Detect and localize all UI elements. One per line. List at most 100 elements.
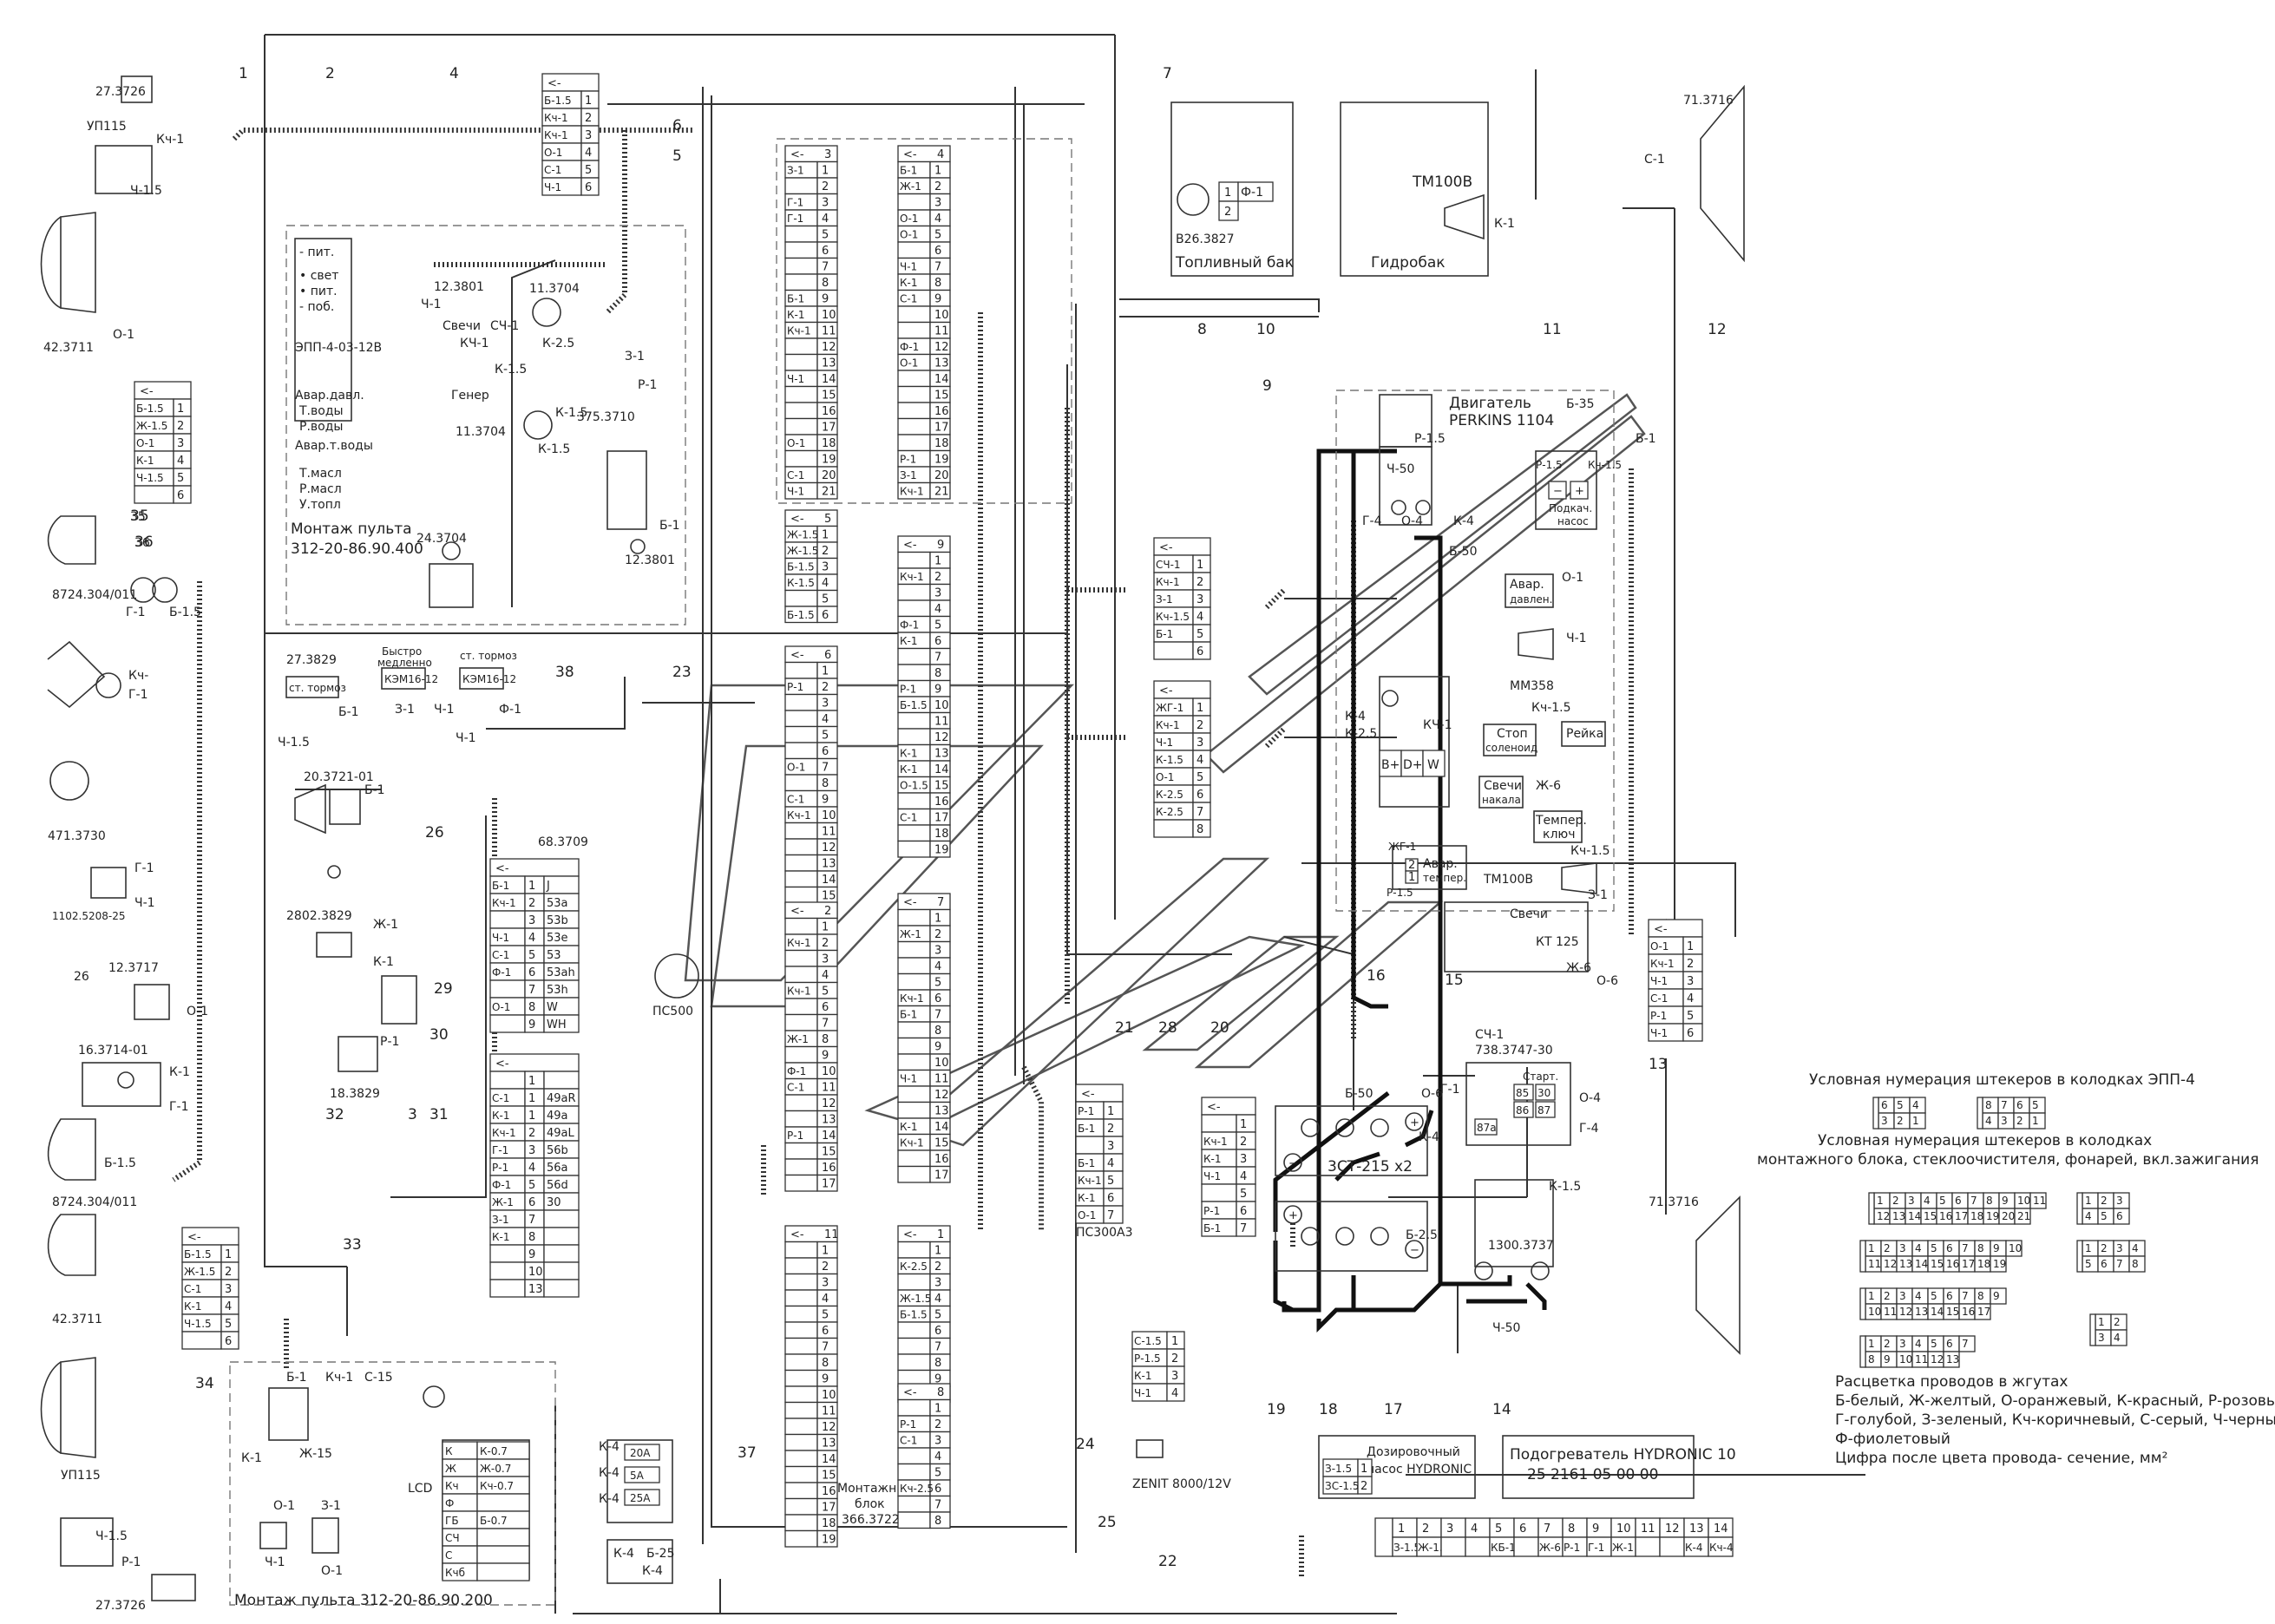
callout-14: 14 [1492, 1401, 1511, 1418]
svg-text:Т.воды: Т.воды [298, 404, 344, 418]
terminal-label: 53ah [547, 966, 575, 979]
svg-text:+: + [1575, 485, 1584, 498]
pin-number: 13 [822, 1437, 836, 1450]
pin-number: 4 [528, 932, 535, 945]
svg-text:+: + [1288, 1209, 1298, 1222]
wire-label: Ч-1 [1203, 1170, 1221, 1182]
heater-hydronic: Подогреватель HYDRONIC 10 25 2161 05 00 … [1502, 1435, 1736, 1499]
pin-number: 14 [822, 1130, 836, 1143]
connector-number: 6 [824, 649, 831, 662]
svg-text:К-4: К-4 [599, 1466, 620, 1480]
pin-number: 2 [177, 420, 184, 433]
pin-number: 9 [822, 1373, 829, 1386]
pin-number: 20 [934, 469, 949, 482]
wire-label: Кч-2.5 [900, 1483, 934, 1495]
pin-number: 8 [528, 1231, 535, 1244]
svg-text:−: − [1553, 485, 1563, 498]
callout-36: 36 [134, 534, 154, 551]
pin-number: 5 [1197, 628, 1203, 641]
pin-number: 4 [225, 1300, 232, 1313]
plug-pin: 15 [1946, 1306, 1959, 1318]
callout-38: 38 [555, 664, 574, 681]
wire-label: Ч-1 [1650, 1027, 1668, 1039]
wire-label: Ф-1 [492, 966, 511, 979]
connector-arrow: <- [1654, 923, 1668, 936]
pin-number: 8 [822, 1033, 829, 1046]
connector-number: 5 [824, 513, 831, 526]
wire-label: Кч-1 [1156, 576, 1180, 588]
pin-number: 13 [528, 1283, 543, 1296]
wire-label: Ч-1.5 [184, 1318, 212, 1330]
pin-number: 12 [934, 731, 949, 744]
svg-text:−: − [1288, 1157, 1298, 1170]
connector-arrow: <- [547, 77, 561, 90]
plug-pin: 5 [1931, 1242, 1937, 1254]
wire-label: Б-1 [492, 880, 509, 892]
switch-row: 27.3829 ст. тормоз Б-1 Быстро медленно К… [278, 645, 521, 1101]
plug-pin: 8 [1986, 1195, 1993, 1207]
pin-number: 9 [528, 1018, 535, 1031]
pin-number: 15 [822, 390, 836, 403]
pin-number: 8 [934, 1357, 941, 1370]
pin-number: 8 [822, 1357, 829, 1370]
callout-21: 21 [1115, 1019, 1134, 1037]
plug-pin: 7 [1962, 1290, 1969, 1302]
mount-block-frame [776, 138, 1072, 504]
plug-pin: 3 [2116, 1242, 2123, 1254]
pin-number: 12 [934, 341, 949, 354]
pin-number: 3 [822, 561, 829, 574]
wire-label: С-1 [544, 164, 561, 176]
plug-pin: 4 [1985, 1115, 1992, 1127]
plug-pin: 4 [2132, 1242, 2139, 1254]
pin-number: 4 [934, 1450, 941, 1464]
svg-text:медленно: медленно [377, 657, 432, 669]
svg-text:Ч-1: Ч-1 [434, 703, 455, 717]
pin-number: 8 [822, 777, 829, 790]
pin-number: 6 [1107, 1192, 1114, 1205]
svg-text:Р-1: Р-1 [380, 1035, 399, 1049]
svg-text:Темпер.: Темпер. [1535, 814, 1587, 828]
heater-pin: 9 [1592, 1522, 1599, 1536]
connector-arrow: <- [903, 1386, 917, 1399]
wire-label: О-1 [900, 213, 918, 225]
terminal-label: 53h [547, 984, 568, 997]
pin-number: 6 [822, 1001, 829, 1014]
svg-text:О-4: О-4 [1401, 514, 1423, 528]
heater-wire: Кч-4 [1709, 1542, 1734, 1554]
callout-28: 28 [1158, 1019, 1177, 1037]
pin-number: 8 [1197, 823, 1203, 836]
svg-text:Свечи: Свечи [443, 319, 481, 333]
svg-text:+: + [1410, 1116, 1419, 1130]
svg-text:16.3714-01: 16.3714-01 [78, 1044, 148, 1058]
callout-24: 24 [1076, 1436, 1095, 1453]
wire-label: Б-1.5 [184, 1248, 212, 1261]
pin-number: 2 [1197, 719, 1203, 732]
svg-text:Стоп: Стоп [1497, 727, 1528, 741]
wire-label: Б-1 [1156, 628, 1173, 640]
plug-pin: 4 [1912, 1099, 1919, 1111]
epp-cluster: - пит. • свет • пит. - поб. ЭПП-4-03-12В… [291, 238, 680, 608]
pin-number: 1 [1171, 1335, 1178, 1348]
pin-number: 9 [934, 1373, 941, 1386]
pin-number: 4 [1171, 1387, 1178, 1400]
plug-pin: 6 [1946, 1338, 1953, 1350]
pin-number: 2 [585, 112, 592, 125]
plug-pin: 17 [1962, 1258, 1975, 1270]
connector-arrow: <- [903, 148, 917, 161]
pin-number: 4 [528, 1162, 535, 1175]
svg-text:К-4: К-4 [1345, 710, 1366, 724]
wire-label: К-2.5 [900, 1261, 928, 1273]
connector-arrow: <- [790, 1228, 804, 1241]
svg-text:Ж-1: Ж-1 [373, 918, 398, 932]
wire-label: ЖГ-1 [1156, 702, 1183, 714]
callout-23: 23 [672, 664, 692, 681]
heater-small: К-4 Б-25 К-4 [606, 1539, 674, 1584]
pin-number: 4 [177, 455, 184, 468]
svg-text:Ч-50: Ч-50 [1492, 1321, 1520, 1335]
pin-number: 6 [934, 635, 941, 648]
wire-label: Кч-1 [787, 937, 811, 949]
